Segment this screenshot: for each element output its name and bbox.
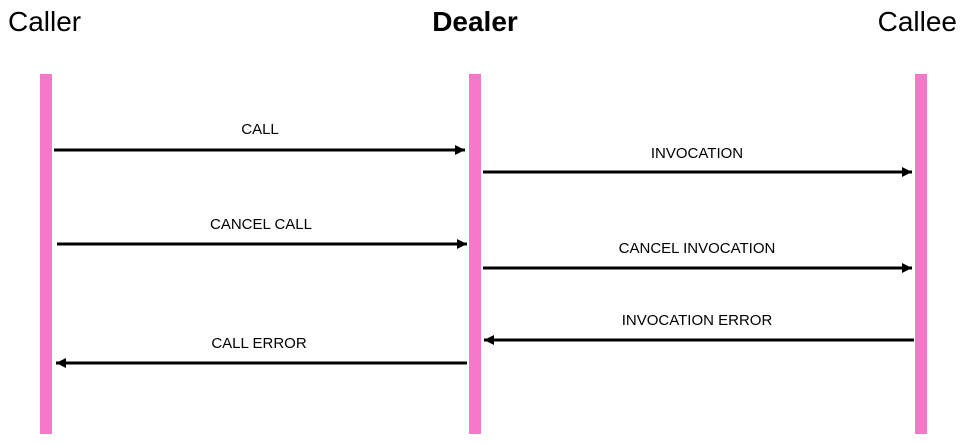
dealer-lifeline [469,74,481,434]
callee-lifeline [915,74,927,434]
message-label-call-error: CALL ERROR [211,335,307,352]
caller-lifeline [40,74,52,434]
actor-dealer-label: Dealer [432,6,518,37]
message-label-invocation: INVOCATION [650,145,744,162]
message-label-cancel-call: CANCEL CALL [210,216,312,233]
actor-caller-label: Caller [8,6,82,37]
message-label-cancel-invocation: CANCEL INVOCATION [618,240,776,257]
message-label-call: CALL [241,121,279,138]
message-label-invocation-error: INVOCATION ERROR [621,312,773,329]
actor-callee-label: Callee [877,6,957,37]
